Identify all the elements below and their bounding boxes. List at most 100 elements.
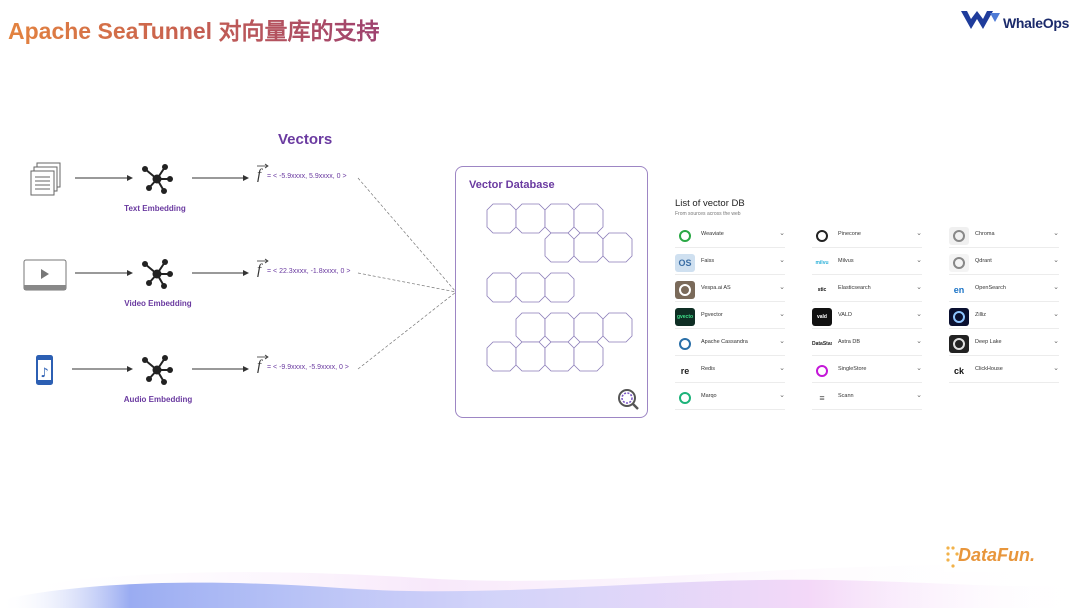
vector-cell [544, 203, 575, 234]
vector-db-name: Elasticsearch [838, 285, 871, 291]
opensearch-icon: en [949, 281, 969, 299]
vector-db-item[interactable]: Zilliz⌄ [949, 306, 1059, 329]
dashed-line-text-to-db [357, 177, 457, 293]
vector-db-name: Astra DB [838, 339, 861, 345]
vector-db-item[interactable]: ≡Scann⌄ [812, 387, 922, 410]
chevron-down-icon[interactable]: ⌄ [779, 338, 785, 345]
chevron-down-icon[interactable]: ⌄ [779, 311, 785, 318]
vector-cell [573, 203, 604, 234]
vector-db-item[interactable]: SingleStore ⌄ [812, 360, 922, 383]
vector-cell [486, 272, 517, 303]
chevron-down-icon[interactable]: ⌄ [1053, 311, 1059, 318]
vector-db-item[interactable]: milvu Milvus ⌄ [812, 252, 922, 275]
vector-db-item[interactable]: Apache Cassandra ⌄ [675, 333, 785, 356]
vector-cell [573, 312, 604, 343]
chevron-down-icon[interactable]: ⌄ [779, 284, 785, 291]
vector-db-item[interactable]: DataStax Astra DB ⌄ [812, 333, 922, 356]
vector-cell [544, 341, 575, 372]
chevron-down-icon[interactable]: ⌄ [916, 257, 922, 264]
marqo-icon [675, 389, 695, 407]
vector-db-item[interactable]: Weaviate ⌄ [675, 225, 785, 248]
astradb-icon: DataStax [812, 335, 832, 353]
vector-grid-octagons [486, 203, 639, 410]
vector-db-name: SingleStore [838, 366, 867, 372]
chevron-down-icon[interactable]: ⌄ [779, 365, 785, 372]
chevron-down-icon[interactable]: ⌄ [1053, 230, 1059, 237]
dashed-line-video-to-db [357, 272, 457, 293]
datafun-logo-text: DataFun. [958, 545, 1036, 565]
vectors-title: Vectors [278, 131, 333, 148]
dashed-line-audio-to-db [357, 291, 457, 370]
vector-db-name: VALD [838, 312, 852, 318]
whaleops-logo-text: WhaleOps [1003, 15, 1070, 31]
chevron-down-icon[interactable]: ⌄ [779, 230, 785, 237]
vector-db-item[interactable]: Pinecone⌄ [812, 225, 922, 248]
vector-cell [515, 203, 546, 234]
search-magnifier-icon [618, 389, 639, 410]
vector-db-name: Pgvector [701, 312, 723, 318]
chevron-down-icon[interactable]: ⌄ [916, 230, 922, 237]
vector-db-name: Scann [838, 393, 854, 399]
chevron-down-icon[interactable]: ⌄ [1053, 257, 1059, 264]
chevron-down-icon[interactable]: ⌄ [779, 392, 785, 399]
chevron-down-icon[interactable]: ⌄ [916, 365, 922, 372]
vector-cell [515, 272, 546, 303]
chevron-down-icon[interactable]: ⌄ [1053, 284, 1059, 291]
text-embedding-label: Text Embedding [124, 204, 186, 213]
vector-cell [602, 312, 633, 343]
footer-gradient-wave [0, 564, 1080, 608]
vector-db-name: ClickHouse [975, 366, 1003, 372]
chevron-down-icon[interactable]: ⌄ [1053, 365, 1059, 372]
vector-cell [573, 232, 604, 263]
vector-db-item[interactable]: Chroma⌄ [949, 225, 1059, 248]
vector-db-item[interactable]: en OpenSearch ⌄ [949, 279, 1059, 302]
vector-db-item[interactable]: Qdrant ⌄ [949, 252, 1059, 275]
pgvector-icon: gvecto [675, 308, 695, 326]
vector-db-name: Faiss [701, 258, 715, 264]
datafun-dots-icon [946, 546, 959, 568]
zilliz-icon [949, 308, 969, 326]
vector-db-name: Milvus [838, 258, 854, 264]
vector-cell [544, 272, 575, 303]
vector-cell [515, 341, 546, 372]
vector-cell [486, 203, 517, 234]
chevron-down-icon[interactable]: ⌄ [1053, 338, 1059, 345]
vector-db-name: Weaviate [701, 231, 724, 237]
vald-icon: vald [812, 308, 832, 326]
chevron-down-icon[interactable]: ⌄ [916, 392, 922, 399]
datafun-logo [944, 542, 1054, 572]
svg-text:♪: ♪ [40, 366, 48, 381]
vector-db-item[interactable]: Vespa.ai AS ⌄ [675, 279, 785, 302]
chevron-down-icon[interactable]: ⌄ [916, 284, 922, 291]
vector-db-item[interactable]: Marqo ⌄ [675, 387, 785, 410]
embedding-network-icon [142, 164, 173, 194]
clickhouse-icon: ck [949, 362, 969, 380]
f-vector-arrow [257, 163, 269, 360]
vector-db-item[interactable]: gvecto Pgvector ⌄ [675, 306, 785, 329]
vector-db-name: Deep Lake [975, 339, 1002, 345]
chevron-down-icon[interactable]: ⌄ [916, 311, 922, 318]
vector-db-item[interactable]: vald VALD ⌄ [812, 306, 922, 329]
vector-cell [544, 312, 575, 343]
weaviate-icon [675, 227, 695, 245]
vector-cell [602, 232, 633, 263]
vector-db-name: Apache Cassandra [701, 339, 748, 345]
vector-db-name: OpenSearch [975, 285, 1006, 291]
chevron-down-icon[interactable]: ⌄ [779, 257, 785, 264]
documents-icon [30, 162, 61, 196]
vector-db-item[interactable]: Deep Lake ⌄ [949, 333, 1059, 356]
embedding-network-icon [142, 259, 173, 289]
embedding-network-icon [142, 355, 173, 385]
vector-db-name: Vespa.ai AS [701, 285, 731, 291]
vector-db-name: Qdrant [975, 258, 992, 264]
vector-db-name: Marqo [701, 393, 717, 399]
vector-database-title: Vector Database [469, 179, 555, 191]
chevron-down-icon[interactable]: ⌄ [916, 338, 922, 345]
vector-db-item[interactable]: ck ClickHouse ⌄ [949, 360, 1059, 383]
milvus-icon: milvu [812, 254, 832, 272]
video-embedding-label: Video Embedding [124, 299, 192, 308]
